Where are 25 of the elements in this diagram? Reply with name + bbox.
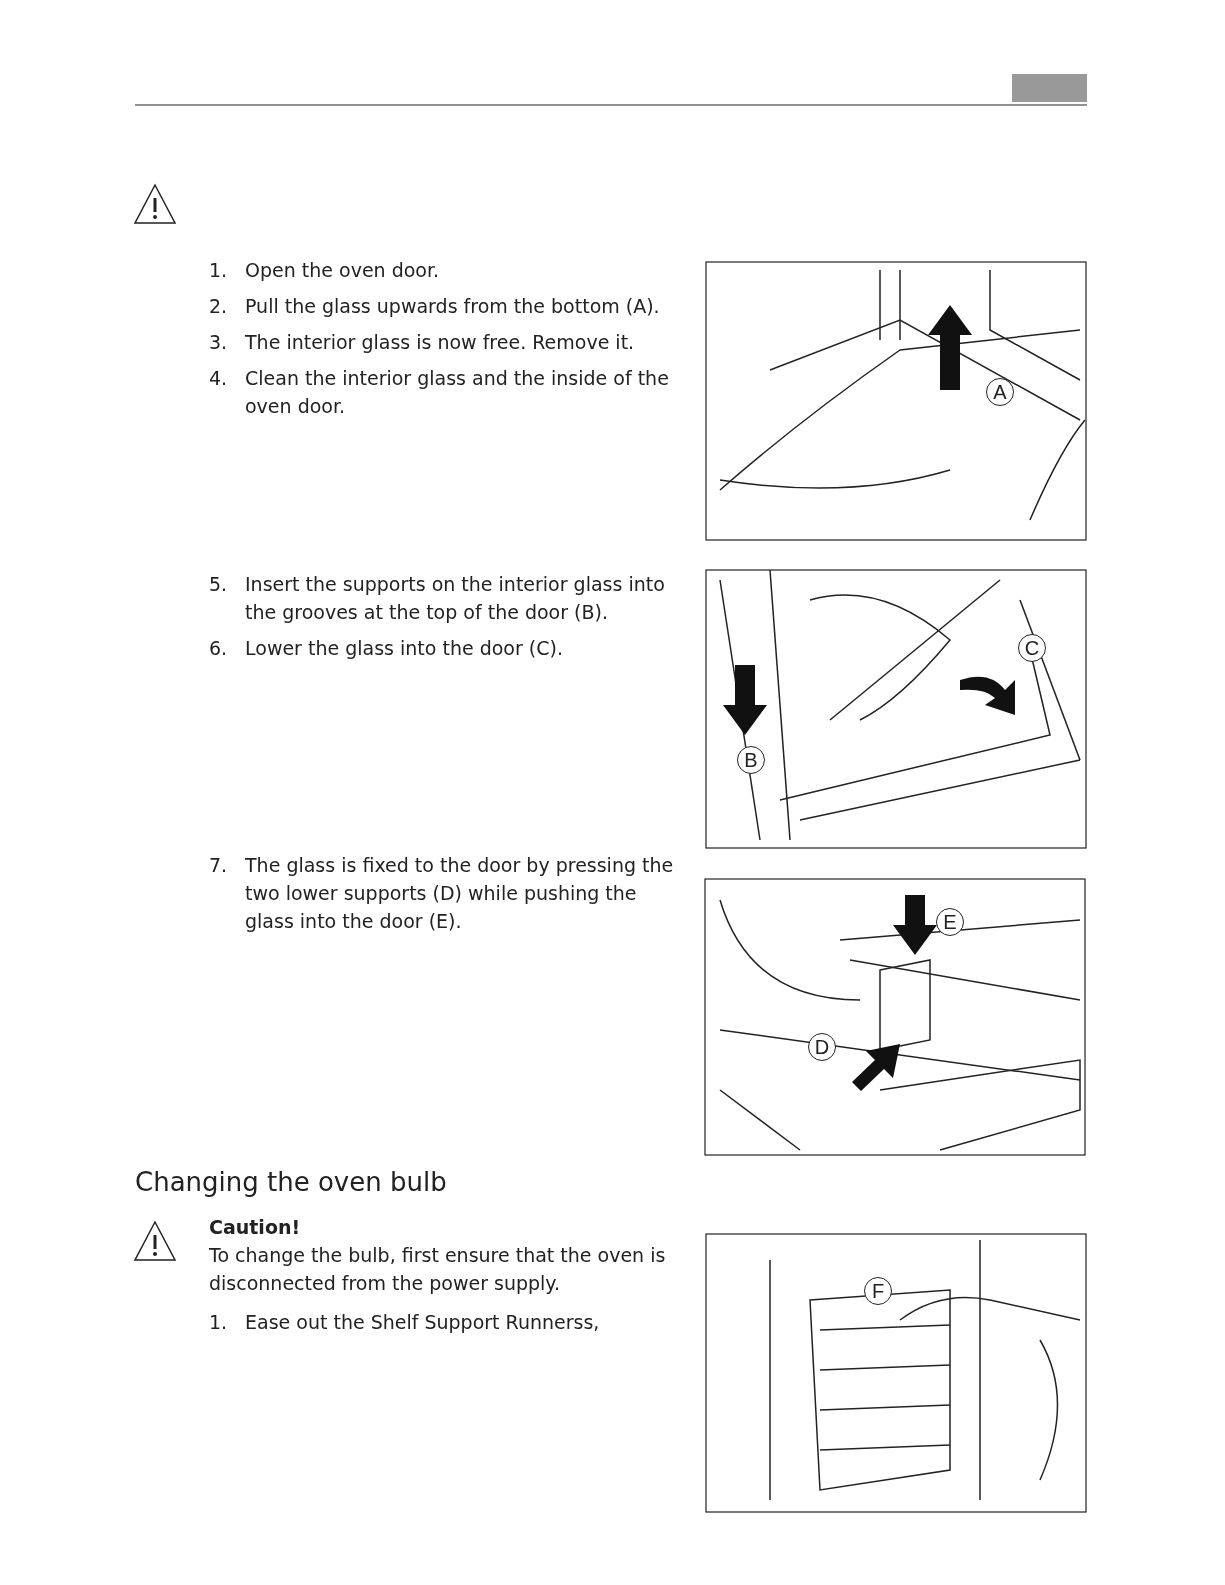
step-number: 6. — [209, 636, 228, 661]
callout-letter: B — [737, 746, 765, 774]
step-number: 7. — [209, 853, 228, 878]
instruction-text: Ease out the Shelf Support Runnerss, — [245, 1310, 601, 1335]
section-heading: Changing the oven bulb — [135, 1166, 448, 1199]
instruction-text: Lower the glass into the door (C). — [245, 636, 564, 661]
callout-letter: C — [1018, 634, 1046, 662]
instruction-text: The interior glass is now free. Remove it. — [245, 330, 636, 355]
instruction-text: The glass is fixed to the door by pressing the two lower supports (D) while pushing the glass into the door (E). — [245, 853, 675, 934]
step-number: 2. — [209, 294, 228, 319]
step-number: 4. — [209, 366, 228, 391]
caution-heading: Caution! — [209, 1215, 302, 1240]
instruction-text: Pull the glass upwards from the bottom (A). — [245, 294, 661, 319]
instruction-text: Open the oven door. — [245, 258, 441, 283]
step-number: 3. — [209, 330, 228, 355]
instruction-text: Clean the interior glass and the inside of the oven door. — [245, 366, 670, 419]
step-number: 5. — [209, 572, 228, 597]
instruction-text: Insert the supports on the interior glass into the grooves at the top of the door (B). — [245, 572, 666, 625]
callout-letter: F — [864, 1277, 892, 1305]
callout-letter: E — [936, 908, 964, 936]
callout-letter: D — [808, 1033, 836, 1061]
step-number: 1. — [209, 258, 228, 283]
step-number: 1. — [209, 1310, 228, 1335]
instruction-text: To change the bulb, first ensure that the oven is disconnected from the power supply. — [209, 1243, 667, 1296]
callout-letter: A — [986, 378, 1014, 406]
